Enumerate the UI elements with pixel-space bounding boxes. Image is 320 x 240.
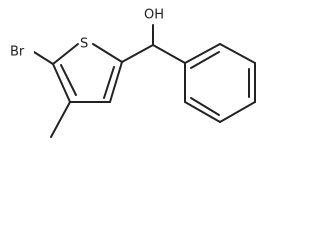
- bond-c5-carbinol: [121, 44, 154, 63]
- bond-c2-br: [33, 51, 54, 65]
- bond-methyl: [50, 101, 71, 138]
- phenyl-ring: [184, 43, 256, 123]
- hydroxyl-label: OH: [144, 8, 164, 23]
- bond-s-c5: [92, 43, 123, 63]
- chemical-structure: Br S OH: [9, 7, 256, 138]
- bond-c5-c4: [109, 61, 123, 103]
- sulfur-label: S: [80, 37, 88, 52]
- bond-carbinol-phenyl: [152, 44, 186, 64]
- thiophene-ring: [52, 43, 123, 103]
- bond-c3-c2: [52, 63, 71, 103]
- bond-c3-c2-inner: [60, 64, 77, 96]
- bond-c2-s: [52, 43, 79, 65]
- bromine-label: Br: [10, 45, 25, 60]
- bond-c5-c4-inner: [103, 66, 115, 99]
